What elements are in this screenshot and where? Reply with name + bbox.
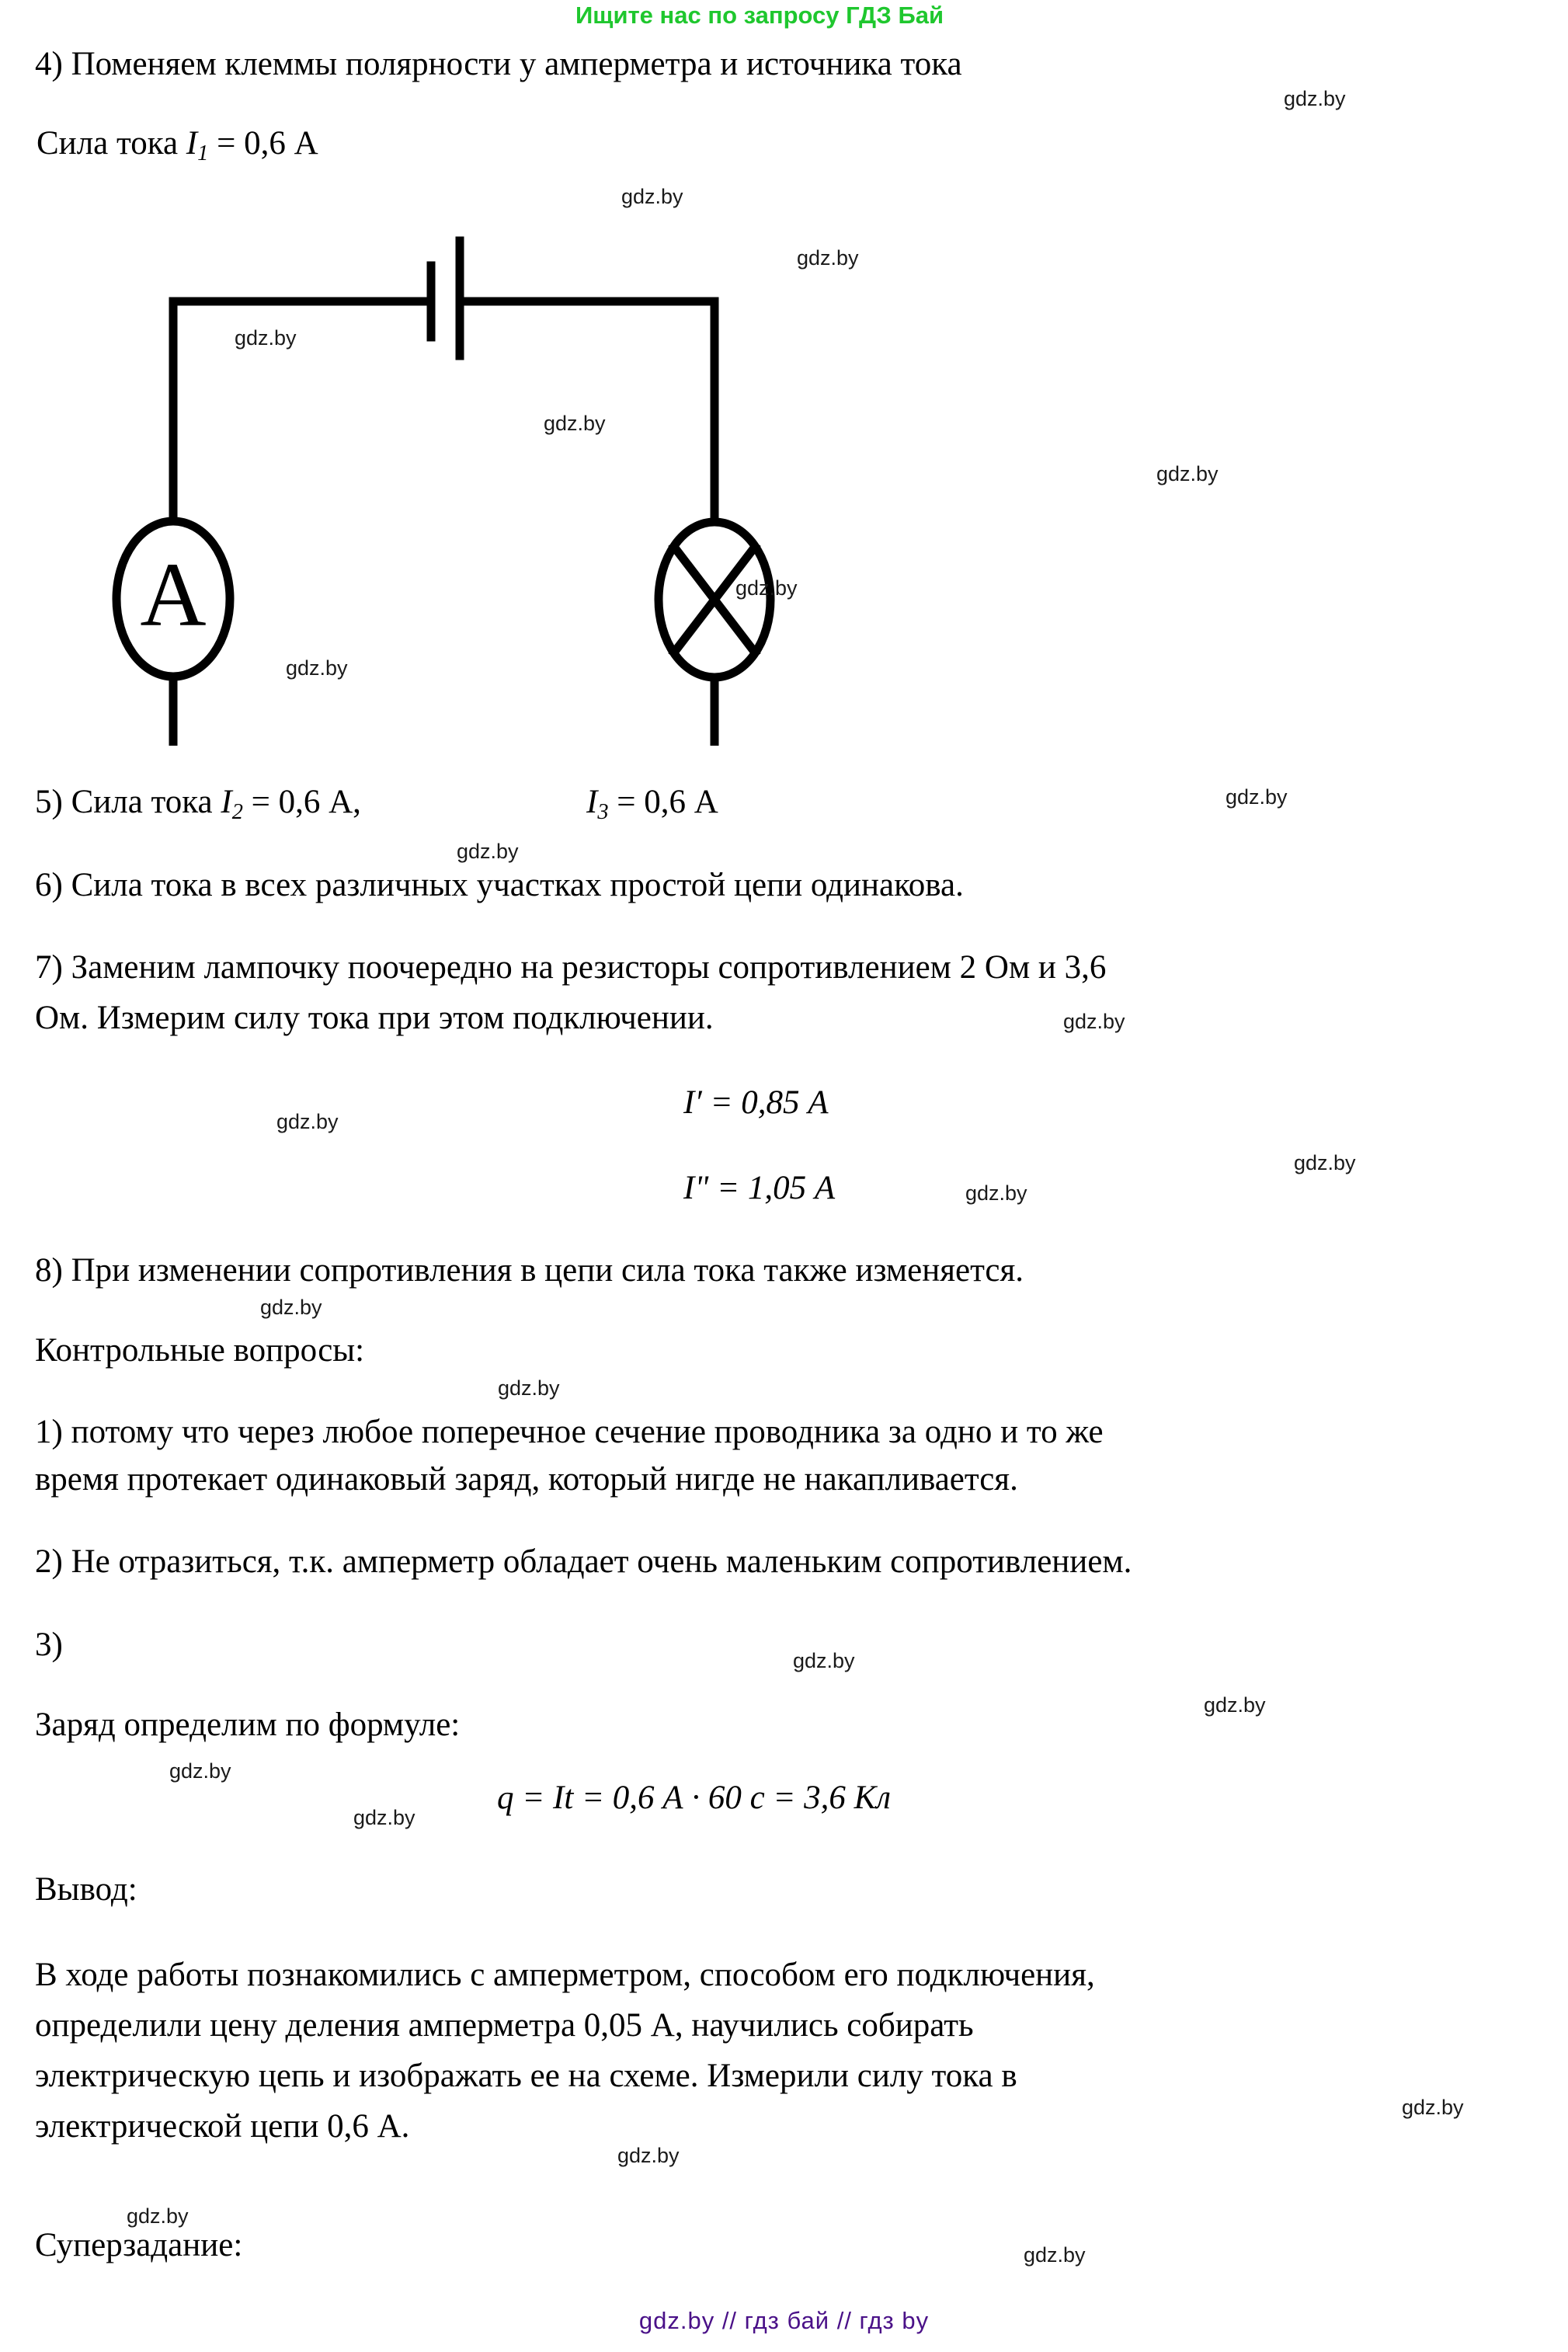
conclusion-line2: определили цену деления амперметра 0,05 … [35, 2007, 974, 2044]
supertask-heading: Суперзадание: [35, 2227, 243, 2263]
formula-current-1-symbol: I [186, 125, 198, 162]
watermark-gdz: gdz.by [1284, 87, 1346, 110]
watermark-gdz: gdz.by [1204, 1693, 1266, 1717]
paragraph-item-6: 6) Сила тока в всех различных участках п… [35, 867, 964, 903]
formula-i-prime: I′ = 0,85 А [683, 1084, 829, 1121]
paragraph-item-4: 4) Поменяем клеммы полярности у ампермет… [35, 46, 962, 82]
item-5-value-a: = 0,6 А, [242, 784, 361, 820]
answer-1-line1: 1) потому что через любое поперечное сеч… [35, 1414, 1104, 1450]
watermark-gdz: gdz.by [1063, 1010, 1125, 1033]
watermark-gdz: gdz.by [235, 326, 297, 350]
item-5-value-b: = 0,6 А [608, 784, 718, 820]
watermark-gdz: gdz.by [617, 2144, 680, 2167]
formula-current-1-sub: 1 [197, 141, 209, 165]
conclusion-line4: электрической цепи 0,6 А. [35, 2108, 410, 2145]
control-questions-heading: Контрольные вопросы: [35, 1332, 365, 1369]
formula-current-1-prefix: Сила тока [37, 125, 186, 162]
watermark-gdz: gdz.by [1402, 2096, 1464, 2119]
ammeter-label: A [140, 544, 206, 645]
formula-current-3: I3 = 0,6 А [586, 783, 718, 825]
item-5-sub-b: 3 [597, 799, 609, 824]
formula-current-1-value: = 0,6 А [208, 125, 318, 162]
watermark-gdz: gdz.by [276, 1110, 339, 1133]
watermark-gdz: gdz.by [1024, 2243, 1086, 2267]
paragraph-item-5: 5) Сила тока I2 = 0,6 А, [35, 783, 361, 825]
watermark-gdz: gdz.by [286, 656, 348, 680]
paragraph-item-8: 8) При изменении сопротивления в цепи си… [35, 1252, 1024, 1289]
item-5-symbol-a: I [221, 784, 232, 820]
answer-3-marker: 3) [35, 1627, 63, 1663]
watermark-gdz: gdz.by [1226, 785, 1288, 809]
answer-2: 2) Не отразиться, т.к. амперметр обладае… [35, 1543, 1132, 1580]
item-5-prefix: 5) Сила тока [35, 784, 221, 820]
watermark-gdz: gdz.by [965, 1181, 1027, 1205]
item-5-sub-a: 2 [231, 799, 243, 824]
paragraph-item-7-line2: Ом. Измерим силу тока при этом подключен… [35, 1000, 714, 1036]
watermark-gdz: gdz.by [127, 2204, 189, 2228]
formula-current-1: Сила тока I1 = 0,6 А [37, 124, 318, 166]
formula-i-double-prime: I" = 1,05 А [683, 1170, 836, 1206]
item-5-symbol-b: I [586, 784, 598, 820]
watermark-gdz: gdz.by [1156, 462, 1219, 485]
watermark-gdz: gdz.by [457, 840, 519, 863]
lamp-cross-line-2 [668, 541, 761, 659]
watermark-gdz: gdz.by [260, 1296, 322, 1319]
charge-formula: q = It = 0,6 А · 60 с = 3,6 Кл [497, 1780, 891, 1816]
watermark-gdz: gdz.by [1294, 1151, 1356, 1174]
charge-intro: Заряд определим по формуле: [35, 1707, 461, 1743]
conclusion-line1: В ходе работы познакомились с амперметро… [35, 1957, 1095, 1993]
watermark-gdz: gdz.by [169, 1759, 231, 1783]
site-footer: gdz.by // гдз бай // гдз by [638, 2307, 930, 2334]
circuit-diagram: A [78, 233, 777, 934]
watermark-gdz: gdz.by [735, 576, 798, 600]
watermark-gdz: gdz.by [793, 1649, 855, 1672]
watermark-gdz: gdz.by [498, 1376, 560, 1400]
ammeter-circle [112, 517, 235, 681]
circuit-svg: A [112, 236, 775, 934]
answer-1-line2: время протекает одинаковый заряд, которы… [35, 1461, 1018, 1498]
lamp-circle [654, 517, 775, 682]
conclusion-line3: электрическую цепь и изображать ее на сх… [35, 2058, 1017, 2094]
conclusion-heading: Вывод: [35, 1871, 137, 1908]
watermark-gdz: gdz.by [621, 185, 683, 208]
watermark-gdz: gdz.by [797, 246, 859, 270]
watermark-gdz: gdz.by [353, 1806, 415, 1829]
watermark-gdz: gdz.by [544, 412, 606, 435]
paragraph-item-7-line1: 7) Заменим лампочку поочередно на резист… [35, 949, 1107, 986]
promo-banner: Ищите нас по запросу ГДЗ Бай [575, 2, 944, 29]
